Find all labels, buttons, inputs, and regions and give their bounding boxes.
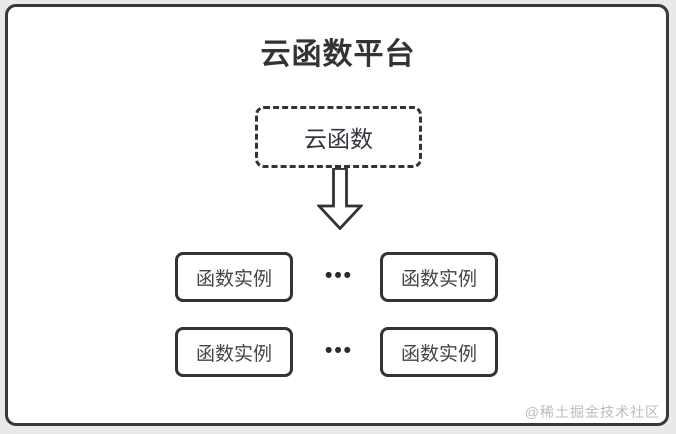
function-instance-label: 函数实例 — [400, 268, 477, 290]
function-instance-label: 函数实例 — [400, 343, 477, 365]
down-arrow-icon — [317, 168, 363, 230]
function-instance-label: 函数实例 — [195, 268, 272, 290]
function-instance-node: 函数实例 — [380, 252, 498, 302]
cloud-function-node: 云函数 — [255, 106, 422, 168]
function-instance-label: 函数实例 — [195, 343, 272, 365]
watermark: @稀土掘金技术社区 — [524, 404, 660, 420]
ellipsis: ••• — [324, 264, 354, 287]
cloud-function-label: 云函数 — [304, 126, 373, 152]
function-instance-node: 函数实例 — [175, 252, 293, 302]
diagram-title: 云函数平台 — [260, 38, 416, 71]
function-instance-node: 函数实例 — [175, 327, 293, 377]
function-instance-node: 函数实例 — [380, 327, 498, 377]
ellipsis: ••• — [324, 339, 354, 362]
